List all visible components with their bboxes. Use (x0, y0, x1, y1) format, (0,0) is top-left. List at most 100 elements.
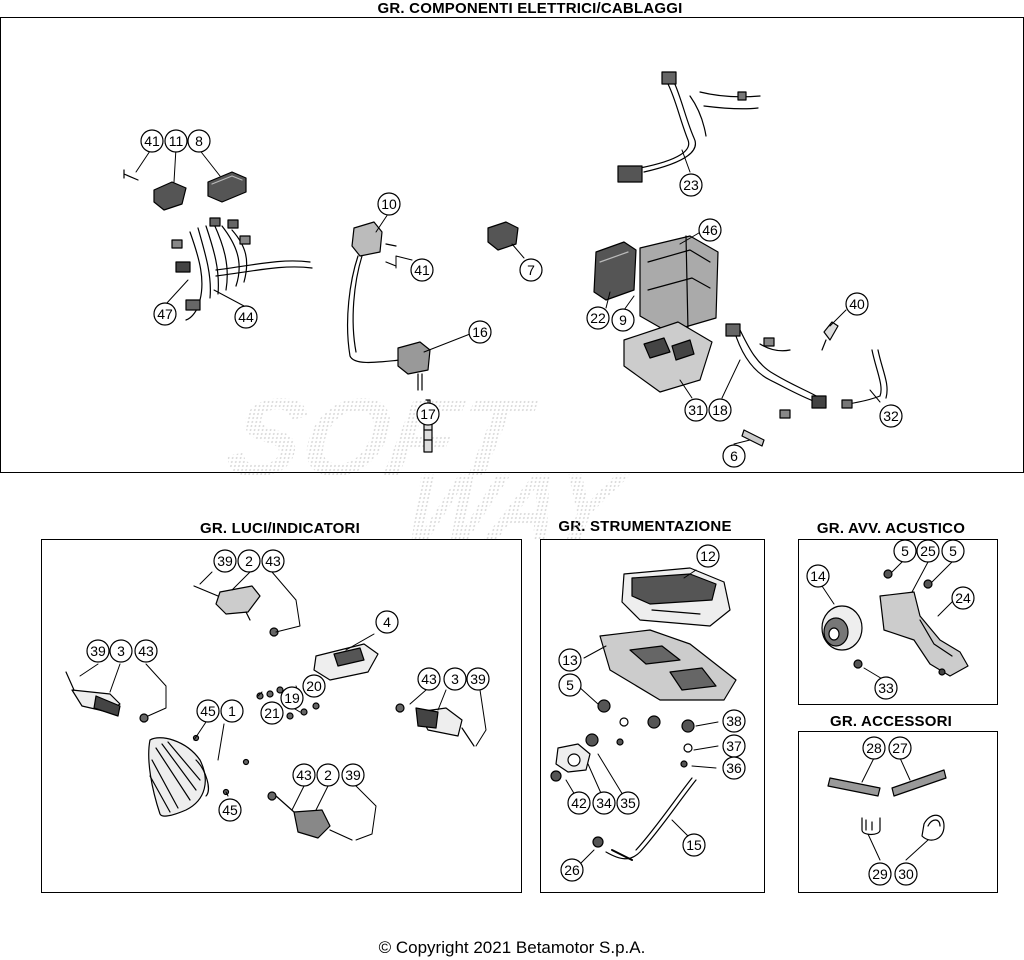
part-dashboard-bracket (599, 629, 737, 701)
callout-number: 25 (920, 543, 936, 559)
callout-circle (443, 667, 467, 691)
callout-number: 22 (590, 310, 606, 326)
part-sensor-wire (841, 349, 888, 409)
callout-number: 43 (138, 643, 154, 659)
part-battery (593, 241, 637, 301)
callout-lights-39: 39 (466, 667, 490, 691)
callout-circle (567, 791, 591, 815)
callout-lights-43: 43 (134, 639, 158, 663)
section-title-instruments: GR. STRUMENTAZIONE (558, 518, 732, 535)
callout-circle (316, 763, 340, 787)
panel-lights (41, 539, 522, 893)
callout-lights-1: 1 (220, 699, 244, 723)
callout-number: 36 (726, 760, 742, 776)
callout-circle (280, 686, 304, 710)
callout-circle (292, 763, 316, 787)
callout-horn-25: 25 (916, 539, 940, 563)
callout-number: 16 (472, 324, 488, 340)
callout-number: 7 (527, 262, 535, 278)
callout-number: 5 (901, 543, 909, 559)
callout-lights-39: 39 (213, 549, 237, 573)
callout-circle (698, 218, 722, 242)
callout-number: 5 (566, 677, 574, 693)
part-indicator-rear-right (415, 707, 475, 747)
callout-electrical-7: 7 (519, 258, 543, 282)
watermark-line2: WAY (396, 455, 636, 561)
callout-circle (466, 667, 490, 691)
callout-instruments-12: 12 (696, 544, 720, 568)
callout-circle (213, 549, 237, 573)
callout-accessories-30: 30 (894, 862, 918, 886)
callout-number: 9 (619, 312, 627, 328)
callout-electrical-32: 32 (879, 404, 903, 428)
callout-circle (941, 539, 965, 563)
callout-lights-20: 20 (302, 674, 326, 698)
callout-circle (109, 639, 133, 663)
part-ignition-coil (346, 221, 401, 364)
callout-instruments-36: 36 (722, 756, 746, 780)
callout-circle (410, 258, 434, 282)
callout-electrical-41: 41 (140, 129, 164, 153)
callout-circle (261, 549, 285, 573)
callout-number: 31 (688, 402, 704, 418)
callout-lights-39: 39 (86, 639, 110, 663)
callout-circle (140, 129, 164, 153)
callout-number: 4 (383, 614, 391, 630)
callout-electrical-9: 9 (611, 308, 635, 332)
callout-number: 39 (470, 671, 486, 687)
section-title-accessories: GR. ACCESSORI (829, 713, 953, 730)
callout-number: 17 (420, 406, 436, 422)
callout-circle (894, 862, 918, 886)
callout-lights-45: 45 (196, 699, 220, 723)
callout-lights-21: 21 (260, 701, 284, 725)
copyright-footer: © Copyright 2021 Betamotor S.p.A. (378, 938, 646, 957)
callout-electrical-18: 18 (708, 398, 732, 422)
section-title-electrical: GR. COMPONENTI ELETTRICI/CABLAGGI (377, 0, 683, 17)
callout-number: 27 (892, 740, 908, 756)
callout-number: 29 (872, 866, 888, 882)
callout-lights-3: 3 (109, 639, 133, 663)
callout-circle (560, 858, 584, 882)
callout-electrical-46: 46 (698, 218, 722, 242)
callout-circle (592, 791, 616, 815)
callout-electrical-31: 31 (684, 398, 708, 422)
callout-number: 43 (296, 767, 312, 783)
callout-lights-4: 4 (375, 610, 399, 634)
callout-electrical-44: 44 (234, 305, 258, 329)
callout-electrical-17: 17 (416, 402, 440, 426)
callout-horn-14: 14 (806, 564, 830, 588)
section-title-lights: GR. LUCI/INDICATORI (200, 520, 360, 537)
callout-circle (916, 539, 940, 563)
callout-number: 39 (217, 553, 233, 569)
callout-accessories-28: 28 (862, 736, 886, 760)
callout-number: 2 (324, 767, 332, 783)
callout-number: 46 (702, 222, 718, 238)
callout-lights-43: 43 (292, 763, 316, 787)
callout-instruments-35: 35 (616, 791, 640, 815)
part-spark-plug-cap (397, 341, 431, 391)
callout-lights-3: 3 (443, 667, 467, 691)
panel-horn (798, 539, 998, 705)
callout-circle (888, 736, 912, 760)
callout-circle (237, 549, 261, 573)
callout-circle (682, 833, 706, 857)
part-headlight (148, 737, 209, 817)
callout-circle (806, 564, 830, 588)
callout-electrical-47: 47 (153, 302, 177, 326)
callout-circle (134, 639, 158, 663)
callout-number: 47 (157, 306, 173, 322)
callout-electrical-23: 23 (679, 173, 703, 197)
callout-circle (874, 676, 898, 700)
callout-number: 45 (222, 802, 238, 818)
callout-circle (616, 791, 640, 815)
callout-instruments-13: 13 (558, 648, 582, 672)
callout-electrical-16: 16 (468, 320, 492, 344)
callout-circle (220, 699, 244, 723)
part-indicator-front-left (193, 585, 261, 621)
callout-instruments-15: 15 (682, 833, 706, 857)
callout-number: 5 (949, 543, 957, 559)
callout-number: 33 (878, 680, 894, 696)
callout-horn-5: 5 (893, 539, 917, 563)
callout-accessories-29: 29 (868, 862, 892, 886)
callout-number: 32 (883, 408, 899, 424)
